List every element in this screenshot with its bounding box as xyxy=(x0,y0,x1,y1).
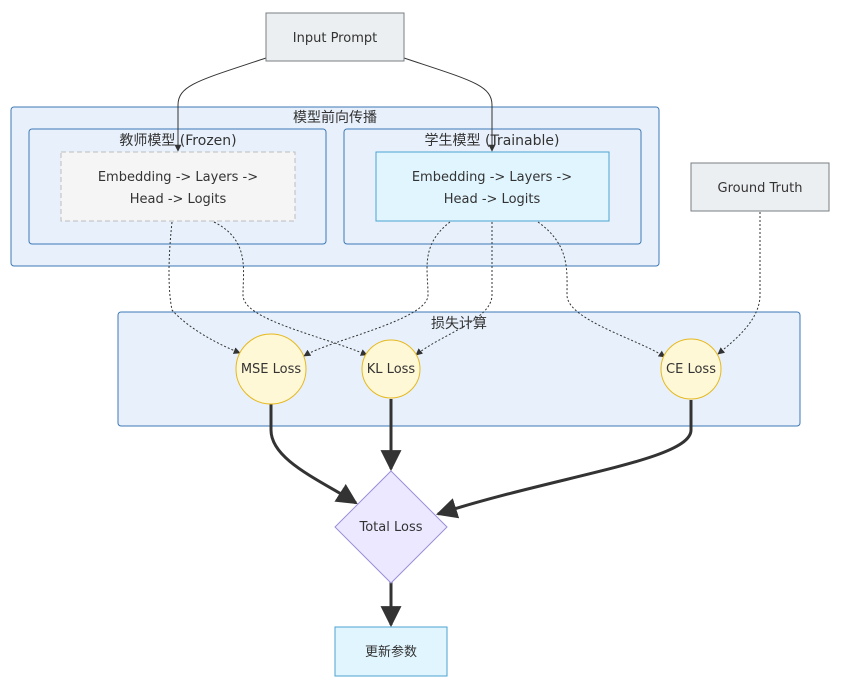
node-input-prompt: Input Prompt xyxy=(265,12,405,62)
edge-student-to-ce xyxy=(537,221,666,358)
node-ce-loss: CE Loss xyxy=(660,338,722,400)
student-model-line1: Embedding -> Layers -> xyxy=(412,170,572,185)
kl-loss-label: KL Loss xyxy=(367,362,416,377)
edge-ground-truth-to-ce xyxy=(717,212,761,355)
ce-loss-label: CE Loss xyxy=(666,362,716,377)
node-teacher-model: Embedding -> Layers -> Head -> Logits xyxy=(60,151,296,222)
edge-input-to-student xyxy=(403,57,496,152)
total-loss-label: Total Loss xyxy=(358,520,422,535)
edge-teacher-to-mse xyxy=(168,221,241,354)
node-kl-loss: KL Loss xyxy=(361,339,421,399)
node-ground-truth: Ground Truth xyxy=(690,162,830,212)
edge-input-to-teacher xyxy=(174,57,267,152)
edge-ce-to-total xyxy=(435,400,693,519)
ground-truth-label: Ground Truth xyxy=(718,181,803,196)
edge-teacher-to-kl xyxy=(213,221,368,356)
node-mse-loss: MSE Loss xyxy=(235,333,307,405)
teacher-model-line1: Embedding -> Layers -> xyxy=(98,170,258,185)
teacher-model-line2: Head -> Logits xyxy=(130,192,227,207)
mse-loss-label: MSE Loss xyxy=(241,362,302,377)
node-total-loss: Total Loss xyxy=(334,470,448,584)
input-prompt-label: Input Prompt xyxy=(293,31,377,46)
edge-mse-to-total xyxy=(269,404,358,505)
subgraph-loss-title: 损失计算 xyxy=(431,316,487,332)
subgraph-forward-title: 模型前向传播 xyxy=(293,109,377,126)
node-student-model: Embedding -> Layers -> Head -> Logits xyxy=(375,151,610,222)
edge-student-to-mse xyxy=(303,221,451,357)
update-params-label: 更新参数 xyxy=(365,644,417,660)
student-model-line2: Head -> Logits xyxy=(444,192,541,207)
node-update-params: 更新参数 xyxy=(334,626,448,677)
edge-student-to-kl xyxy=(415,222,493,356)
